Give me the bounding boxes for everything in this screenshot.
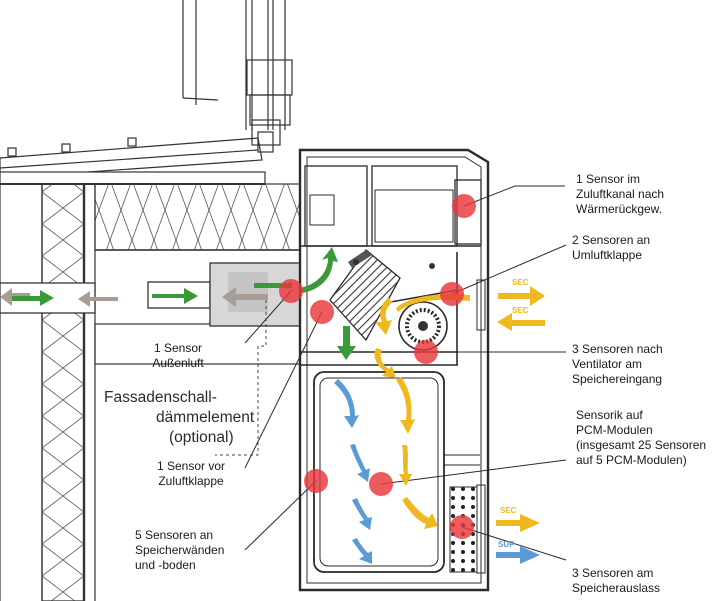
outside-air-arrows [12, 247, 356, 360]
flow-tags: SEC SEC SEC SUP [498, 278, 529, 549]
label-facade-element: Fassadenschall- dämmelement (optional) [104, 389, 255, 446]
window-frame [182, 0, 293, 153]
sec-tag-mid: SEC [512, 306, 529, 315]
supply-air-arrows [334, 379, 540, 564]
sec-tag-out: SEC [500, 506, 517, 515]
label-sensor-fan: 3 Sensoren nach Ventilator am Speicherei… [572, 342, 663, 386]
heat-exchanger [329, 249, 435, 342]
sensor-markers [279, 194, 476, 539]
lintel [0, 171, 266, 185]
sensor-marker-supply-duct [452, 194, 476, 218]
label-sensor-walls: 5 Sensoren an Speicherwänden und -boden [135, 528, 225, 572]
flow-arrows [0, 247, 545, 564]
building-structure [0, 0, 303, 601]
window-sill [0, 137, 263, 179]
sup-tag-out: SUP [498, 540, 515, 549]
label-sensor-recirc-flap: 2 Sensoren an Umluftklappe [572, 233, 651, 262]
label-sensor-outlet: 3 Sensoren am Speicherauslass [572, 566, 661, 595]
sensor-marker-fan [414, 340, 438, 364]
insulation-top [94, 183, 301, 251]
unit-housing [298, 148, 490, 592]
sensor-marker-outside-air [279, 279, 303, 303]
sensor-marker-supply-flap [310, 300, 334, 324]
sensor-marker-recirc-flap [440, 282, 464, 306]
sec-tag-top: SEC [512, 278, 529, 287]
label-sensor-supply-duct: 1 Sensor im Zuluftkanal nach Wärmerückge… [576, 172, 665, 216]
sensor-marker-pcm [369, 472, 393, 496]
exterior-wall [0, 183, 96, 601]
sensor-marker-walls [304, 469, 328, 493]
label-sensor-pcm: Sensorik auf PCM-Modulen (insgesamt 25 S… [576, 408, 707, 467]
label-sensor-supply-flap: 1 Sensor vor Zuluftklappe [156, 459, 226, 488]
label-sensor-outside-air: 1 Sensor Außenluft [152, 341, 204, 370]
sensor-marker-outlet [450, 515, 474, 539]
